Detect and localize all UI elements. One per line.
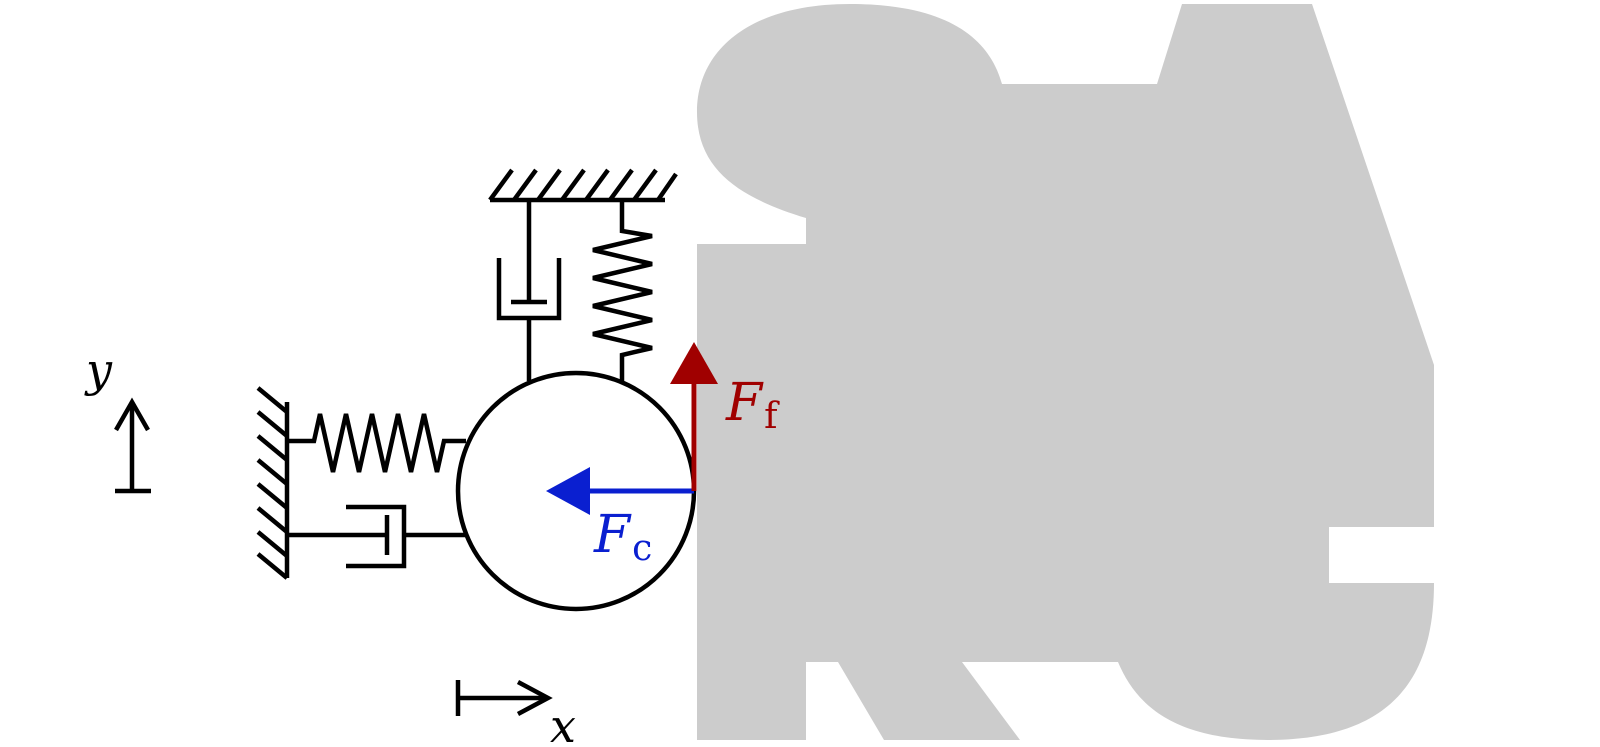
y-axis-indicator: y [84,343,151,494]
y-axis-arrowhead [114,397,150,432]
top-hatch [584,168,610,202]
contact-force-arrow [546,467,694,515]
horizontal-spring-coil [287,413,466,473]
left-hatch [256,410,289,438]
x-axis-arrowhead [516,680,553,716]
contact-force-symbol: F [593,505,632,565]
friction-force-symbol: F [725,373,764,433]
friction-force-arrow [670,342,718,491]
left-hatch [256,386,289,414]
obstacle-body [697,4,1434,740]
x-axis-label: x [550,699,576,747]
left-ground [256,386,290,580]
top-hatch [608,168,634,202]
left-hatch [256,482,289,510]
x-axis-indicator: x [455,680,576,747]
left-hatch [256,530,289,558]
top-hatch [560,168,586,202]
top-ground-hatching [488,168,678,202]
contact-force-arrowhead [546,467,590,515]
left-ground-hatching [256,386,289,580]
top-hatch [656,172,678,202]
top-hatch [488,168,514,202]
top-hatch [536,168,562,202]
y-axis-label: y [84,343,113,397]
vertical-spring [592,200,653,381]
friction-force-label: Ff [725,373,780,437]
top-hatch [512,168,538,202]
horizontal-damper [287,504,466,569]
top-hatch [632,168,658,202]
left-hatch [256,552,289,580]
friction-force-arrowhead [670,342,718,384]
horizontal-spring [287,413,466,473]
obstacle-shape [697,4,1434,740]
contact-force-label: Fc [593,505,652,569]
top-ground [488,168,678,203]
friction-force-subscript: f [764,396,780,437]
left-hatch [256,458,289,486]
left-hatch [256,434,289,462]
vertical-damper [496,200,562,381]
left-hatch [256,506,289,534]
contact-force-subscript: c [632,528,652,569]
vertical-spring-coil [592,200,653,381]
